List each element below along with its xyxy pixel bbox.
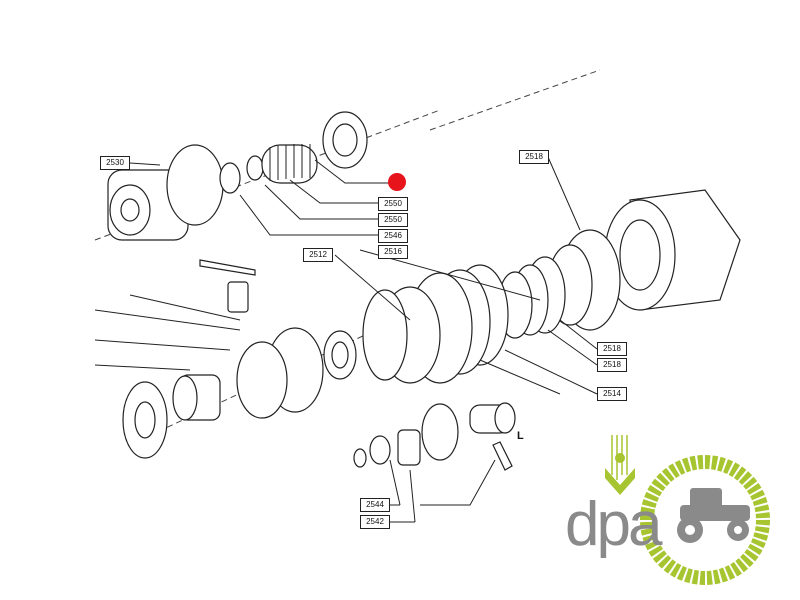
clutch-disc-pack <box>362 256 566 384</box>
part-label-2514[interactable]: 2514 <box>597 387 627 401</box>
part-label-2530[interactable]: 2530 <box>100 156 130 170</box>
part-label-2518-b[interactable]: 2518 <box>597 342 627 356</box>
gear-parts <box>122 327 324 459</box>
lower-gear-set <box>353 402 516 471</box>
part-label-2516[interactable]: 2516 <box>378 245 408 259</box>
highlight-marker <box>388 173 406 191</box>
part-label-2550-b[interactable]: 2550 <box>378 213 408 227</box>
part-label-2518[interactable]: 2518 <box>519 150 549 164</box>
spring-part <box>261 111 368 184</box>
dimension-letter: L <box>517 430 524 442</box>
clutch-drum-part <box>547 189 741 331</box>
part-label-2512[interactable]: 2512 <box>303 248 333 262</box>
housing-part <box>107 144 264 241</box>
part-label-2550[interactable]: 2550 <box>378 197 408 211</box>
part-label-2542[interactable]: 2542 <box>360 515 390 529</box>
part-label-2544[interactable]: 2544 <box>360 498 390 512</box>
part-label-2546[interactable]: 2546 <box>378 229 408 243</box>
part-label-2518-c[interactable]: 2518 <box>597 358 627 372</box>
